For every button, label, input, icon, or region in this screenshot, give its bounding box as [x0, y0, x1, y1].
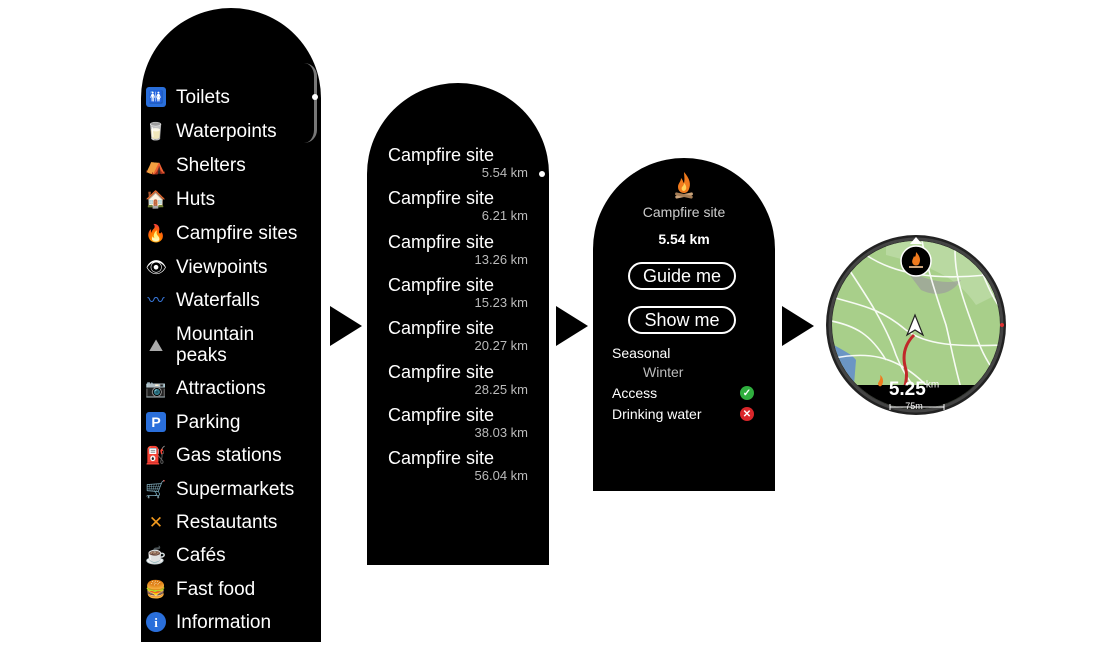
category-item-fast-food[interactable]: 🍔 Fast food: [145, 578, 255, 600]
category-label: Waterfalls: [176, 289, 260, 311]
result-distance: 13.26 km: [474, 251, 528, 267]
category-label: Campfire sites: [176, 222, 298, 244]
category-label: Mountain peaks: [176, 324, 255, 366]
hut-icon: 🏠: [145, 189, 167, 209]
coffee-icon: ☕: [145, 545, 167, 565]
access-label: Access: [612, 385, 658, 401]
seasonal-value: Winter: [643, 364, 684, 380]
position-arrow-icon: [905, 313, 925, 337]
map-screen[interactable]: [826, 235, 1006, 415]
category-label: Shelters: [176, 154, 246, 176]
campfire-icon: [675, 172, 693, 199]
category-item-waterpoints[interactable]: 🥛 Waterpoints: [145, 120, 277, 142]
result-distance: 28.25 km: [474, 381, 528, 397]
category-item-campfire-sites[interactable]: 🔥 Campfire sites: [145, 222, 297, 244]
remaining-distance: 5.25km: [870, 379, 958, 401]
category-label: Information: [176, 611, 272, 633]
campfire-icon: [878, 375, 884, 387]
poi-detail-screen: Campfire site 5.54 km Guide me Show me S…: [593, 158, 775, 491]
result-distance: 5.54 km: [481, 165, 528, 180]
scroll-indicator: [312, 94, 318, 100]
poi-distance: 5.54 km: [658, 231, 710, 247]
result-name: Campfire site: [388, 145, 495, 165]
check-icon: ✓: [740, 386, 754, 400]
toilets-icon: 🚻: [145, 86, 167, 108]
waterpoint-icon: 🥛: [145, 121, 167, 141]
info-icon: i: [145, 611, 167, 633]
category-item-restautants[interactable]: ✕ Restautants: [145, 511, 278, 533]
category-item-parking[interactable]: P Parking: [145, 411, 240, 433]
result-distance: 15.23 km: [474, 294, 528, 310]
poi-category-screen: 🚻 Toilets 🥛 Waterpoints ⛺ Shelters 🏠 Huts 🔥 Campf…: [141, 8, 321, 642]
category-item-mountain-peaks[interactable]: ⛰ Mountain peaks: [145, 324, 254, 366]
seasonal-label: Seasonal: [612, 345, 671, 361]
category-item-cafs[interactable]: ☕ Cafés: [145, 544, 226, 566]
category-item-huts[interactable]: 🏠 Huts: [145, 188, 215, 210]
category-item-toilets[interactable]: 🚻 Toilets: [145, 86, 230, 108]
show-me-button[interactable]: Show me: [628, 306, 736, 334]
scrollbar[interactable]: [304, 63, 317, 143]
result-name: Campfire site: [388, 188, 495, 209]
drinking-water-label: Drinking water: [612, 406, 702, 422]
gas-pump-icon: ⛽: [145, 445, 167, 465]
mountain-icon: ⛰: [148, 335, 164, 355]
flow-arrow-icon: [330, 306, 362, 346]
burger-icon: 🍔: [145, 579, 167, 599]
result-distance: 56.04 km: [474, 468, 528, 484]
campfire-icon: 🔥: [145, 223, 167, 243]
category-item-supermarkets[interactable]: 🛒 Supermarkets: [145, 478, 294, 500]
parking-icon: P: [145, 411, 167, 433]
scroll-indicator: [539, 171, 545, 177]
flow-arrow-icon: [782, 306, 814, 346]
result-name: Campfire site: [388, 318, 495, 339]
category-label: Gas stations: [176, 444, 282, 466]
camera-icon: 📷: [145, 378, 167, 398]
category-label: Restautants: [176, 511, 278, 533]
result-name: Campfire site: [388, 274, 495, 295]
category-item-attractions[interactable]: 📷 Attractions: [145, 377, 266, 399]
result-distance: 6.21 km: [481, 208, 528, 224]
category-item-waterfalls[interactable]: 〰 Waterfalls: [145, 289, 260, 311]
category-label: Fast food: [176, 578, 256, 600]
category-item-viewpoints[interactable]: 👁 Viewpoints: [145, 256, 268, 278]
category-label: Viewpoints: [176, 256, 268, 278]
category-item-shelters[interactable]: ⛺ Shelters: [145, 154, 246, 176]
shelter-icon: ⛺: [145, 155, 167, 175]
poi-title: Campfire site: [642, 204, 726, 220]
cross-icon: ✕: [740, 407, 754, 421]
category-label: Waterpoints: [176, 120, 277, 142]
flow-arrow-icon: [556, 306, 588, 346]
category-label: Huts: [176, 188, 216, 210]
category-label: Supermarkets: [176, 478, 295, 500]
category-label: Attractions: [176, 377, 266, 399]
result-distance: 38.03 km: [474, 424, 528, 440]
result-distance: 20.27 km: [474, 338, 528, 354]
category-label: Toilets: [176, 86, 230, 108]
distance-unit: km: [925, 379, 940, 391]
result-name: Campfire site: [388, 448, 495, 469]
cart-icon: 🛒: [145, 479, 167, 499]
distance-value: 5.25: [888, 379, 926, 400]
category-label: Parking: [176, 411, 241, 433]
guide-me-button[interactable]: Guide me: [628, 262, 736, 290]
waterfall-icon: 〰: [147, 290, 165, 310]
result-name: Campfire site: [388, 231, 495, 252]
map-scale: 75m: [905, 401, 923, 411]
category-label: Cafés: [176, 544, 226, 566]
result-name: Campfire site: [388, 361, 495, 382]
category-item-gas-stations[interactable]: ⛽ Gas stations: [145, 444, 282, 466]
eye-icon: 👁: [145, 257, 167, 277]
result-name: Campfire site: [388, 404, 495, 425]
category-item-information[interactable]: i Information: [145, 611, 271, 633]
fork-knife-icon: ✕: [148, 512, 164, 532]
